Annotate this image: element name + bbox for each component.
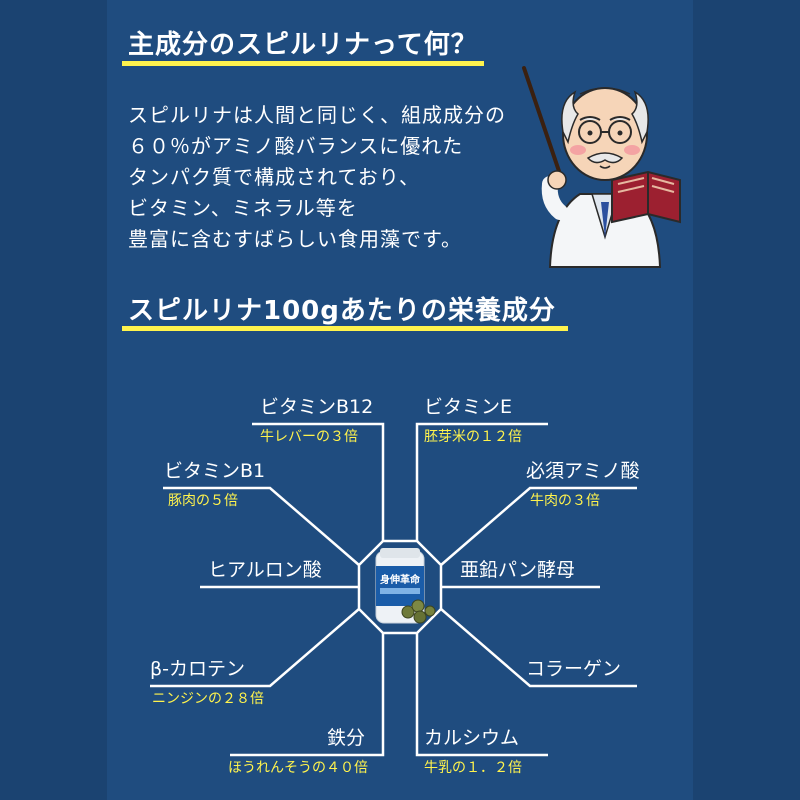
intro-paragraph: スピルリナは人間と同じく、組成成分の ６０％がアミノ酸バランスに優れた タンパク… — [128, 100, 548, 255]
nutrient-comparison-calcium: 牛乳の１．２倍 — [424, 760, 522, 776]
section1-underline — [122, 61, 484, 66]
nutrient-name-calcium: カルシウム — [424, 727, 519, 749]
nutrient-name-carotene: β-カロテン — [150, 658, 245, 680]
nutrient-comparison-b1: 豚肉の５倍 — [168, 493, 238, 509]
nutrient-comparison-amino: 牛肉の３倍 — [530, 493, 600, 509]
connector-b12 — [252, 422, 385, 541]
nutrient-name-hyaluronic: ヒアルロン酸 — [208, 559, 322, 581]
product-bottle-image: 身伸革命 — [375, 548, 436, 624]
connector-collagen — [440, 608, 637, 688]
intro-line: 豊富に含むすばらしい食用藻です。 — [128, 227, 462, 251]
nutrient-name-b1: ビタミンB1 — [164, 460, 265, 482]
connector-iron — [230, 633, 385, 757]
intro-line: タンパク質で構成されており、 — [128, 165, 420, 189]
connector-carotene — [150, 608, 360, 688]
connector-e — [415, 422, 548, 541]
nutrient-name-zinc: 亜鉛パン酵母 — [460, 559, 575, 581]
section1-heading: 主成分のスピルリナって何？ — [128, 30, 478, 60]
nutrient-name-b12: ビタミンB12 — [260, 396, 373, 418]
nutrient-name-collagen: コラーゲン — [526, 658, 621, 680]
product-label: 身伸革命 — [380, 573, 421, 586]
intro-line: ビタミン、ミネラル等を — [128, 196, 358, 220]
nutrient-comparison-b12: 牛レバーの３倍 — [260, 429, 358, 445]
professor-illustration — [522, 66, 681, 268]
left-margin — [0, 0, 107, 800]
nutrient-name-amino: 必須アミノ酸 — [526, 460, 640, 482]
intro-line: ６０％がアミノ酸バランスに優れた — [128, 134, 464, 158]
connector-b1 — [163, 486, 360, 566]
nutrient-name-iron: 鉄分 — [327, 727, 365, 749]
section2-underline — [122, 326, 568, 331]
connector-amino — [440, 486, 637, 566]
nutrient-comparison-e: 胚芽米の１２倍 — [424, 429, 522, 445]
nutrient-comparison-iron: ほうれんそうの４０倍 — [228, 760, 368, 776]
section2-heading: スピルリナ100gあたりの栄養成分 — [128, 296, 556, 326]
intro-line: スピルリナは人間と同じく、組成成分の — [128, 103, 506, 127]
right-margin — [693, 0, 800, 800]
nutrient-name-e: ビタミンE — [424, 396, 512, 418]
nutrient-comparison-carotene: ニンジンの２８倍 — [152, 691, 264, 707]
connector-calcium — [415, 633, 548, 757]
